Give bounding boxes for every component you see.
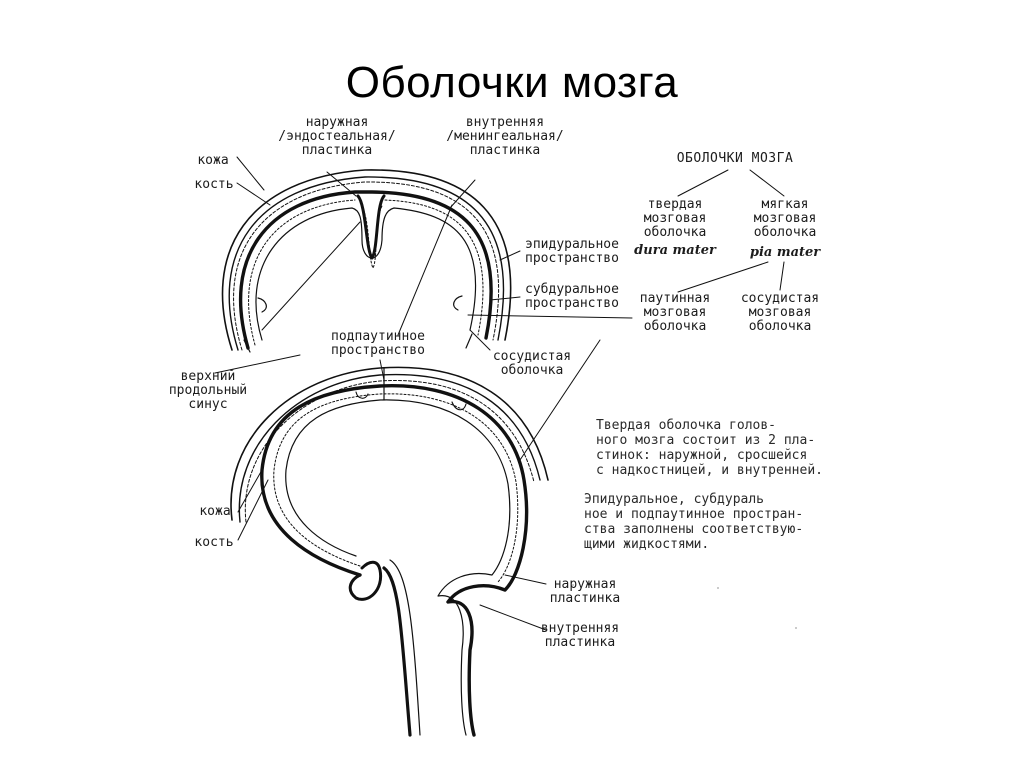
brain-surface-bottom xyxy=(285,399,511,736)
falx xyxy=(356,194,386,260)
tree-pia-latin: pia mater xyxy=(735,246,835,260)
label-bone-top: кость xyxy=(194,177,234,192)
skin-layer-top xyxy=(221,169,512,351)
label-bone-bottom: кость xyxy=(194,535,234,550)
pia-latin-text: pia mater xyxy=(749,245,821,260)
bone-layer-bottom xyxy=(238,373,541,523)
label-skin-top: кожа xyxy=(197,153,229,168)
skin-layer-bottom xyxy=(230,366,549,521)
leader-lines xyxy=(214,156,633,631)
slide-title: Оболочки мозга xyxy=(345,58,679,107)
tree-root: ОБОЛОЧКИ МОЗГА xyxy=(676,151,794,166)
label-inner-plate-top: внутренняя/менингеальная/пластинка xyxy=(446,115,564,158)
note-dura-composition: Твердая оболочка голов- ного мозга состо… xyxy=(596,418,823,478)
bone-layer-top xyxy=(228,176,505,351)
tree-lines xyxy=(677,169,785,293)
arachnoid-layer-top xyxy=(248,199,484,346)
label-outer-plate-top: наружная/эндостеальная/пластинка xyxy=(278,115,396,158)
dura-layer-top xyxy=(238,190,493,350)
label-skin-bottom: кожа xyxy=(199,504,231,519)
arachnoid-layer-bottom xyxy=(273,393,519,583)
note-spaces: Эпидуральное, субдураль ное и подпаутинн… xyxy=(584,492,804,552)
sagittal-section xyxy=(230,366,549,737)
dura-latin-text: dura mater xyxy=(634,243,716,258)
tree-dura-latin: dura mater xyxy=(620,244,730,258)
coronal-section xyxy=(221,169,512,353)
